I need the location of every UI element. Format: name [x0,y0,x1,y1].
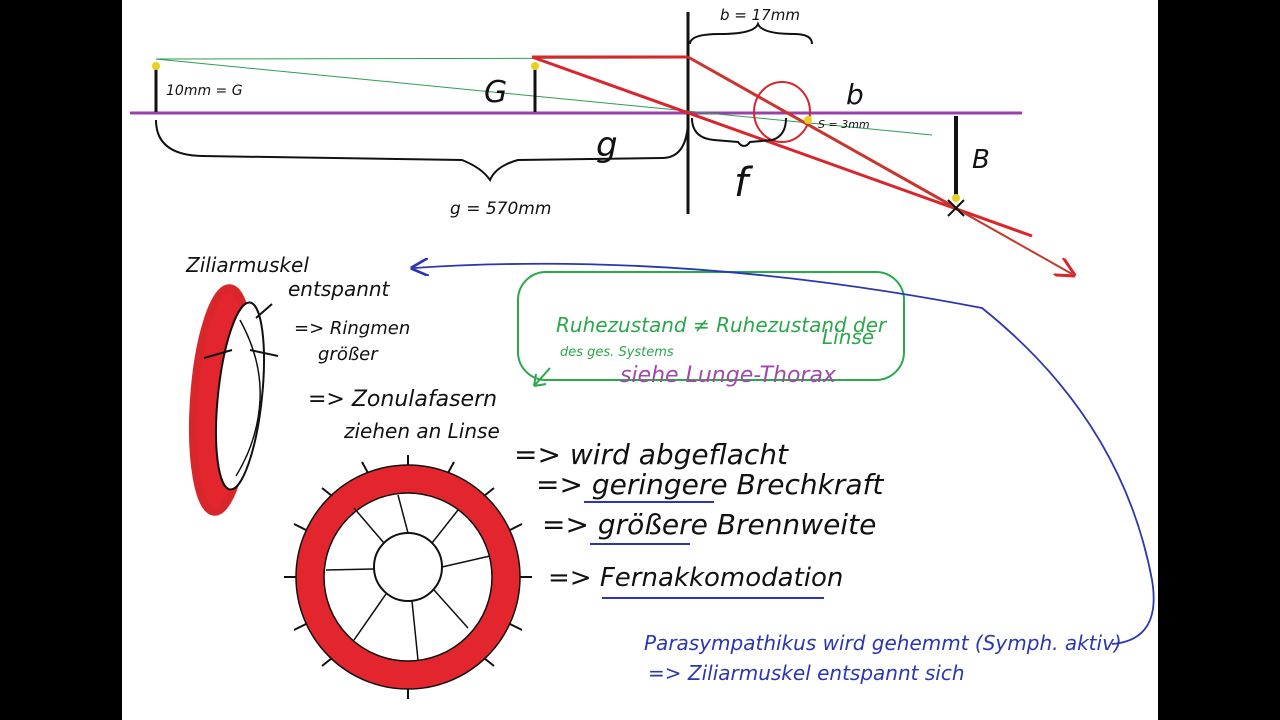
lens-front [373,532,443,602]
consequence-less-power: => geringere Brechkraft [536,468,884,501]
object-far-tip [152,62,160,70]
label-S: S = 3mm [818,118,870,131]
label-B: B [972,145,990,175]
side-arrow-top [255,303,273,319]
label-relaxed: entspannt [288,277,391,301]
label-g-total: g = 570mm [450,199,551,219]
label-g-small: g [596,125,618,165]
zonula-fibers [325,494,491,661]
label-ciliary-muscle: Ziliarmuskel [185,253,309,277]
note-line4: siehe Lunge-Thorax [620,363,837,388]
label-b-top: b = 17mm [720,6,800,24]
drawing-canvas: b = 17mm 10mm = G G g b S = 3mm B f g = … [130,6,1155,699]
consequence-longer-focal: => größere Brennweite [542,508,876,541]
focus-circle [753,81,811,143]
consequence-far-accommodation: => Fernakkomodation [548,563,843,593]
blue-connector-arrow [414,264,1155,645]
bottom-note-line1: Parasympathikus wird gehemmt (Symph. akt… [644,631,1122,655]
note-line1: Ruhezustand ≠ Ruhezustand der [556,313,888,337]
image-cross [947,199,965,217]
brace-g-total [155,117,689,183]
bottom-note-line2: => Ziliarmuskel entspannt sich [648,661,965,685]
label-larger: größer [318,344,379,365]
label-rings: => Ringmen [294,318,410,339]
brace-f [691,117,787,147]
label-pull-lens: ziehen an Linse [343,419,500,443]
consequence-flattened: => wird abgeflacht [514,438,789,471]
label-object-size: 10mm = G [166,83,243,99]
label-f: f [734,160,754,206]
red-ray-center [531,55,1033,238]
label-G: G [484,75,507,110]
ring-outer-arrows [284,455,532,699]
note-line3: Linse [822,325,874,349]
note-line2: des ges. Systems [560,345,674,360]
lens-inner-shape [235,319,261,477]
brace-b-top [689,21,813,45]
image-tip [952,194,960,202]
ciliary-ring [296,465,520,689]
green-ray-center [155,58,933,136]
whiteboard: b = 17mm 10mm = G G g b S = 3mm B f g = … [122,0,1158,720]
focal-dot [804,116,812,124]
label-b-side: b [846,78,864,111]
object-near-tip [531,62,539,70]
note-arrow [533,367,551,387]
label-zonula: => Zonulafasern [308,387,497,412]
side-arrow-right [249,349,279,357]
side-arrow-left [203,349,233,359]
note-box [517,271,905,381]
red-ray-through-focus [687,56,1072,274]
